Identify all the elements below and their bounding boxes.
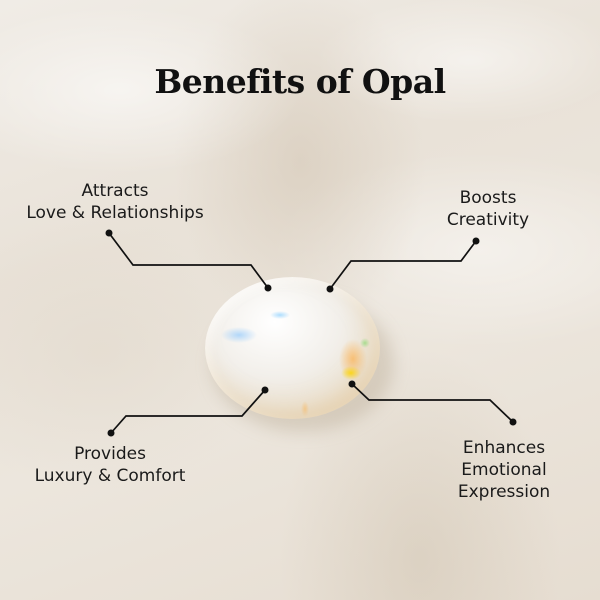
dot-love-start <box>264 284 272 292</box>
benefit-creativity-line1: Boosts <box>459 188 517 208</box>
dot-luxury-end <box>107 429 115 437</box>
benefit-luxury-label: Provides Luxury & Comfort <box>0 443 220 487</box>
dot-creativity-end <box>472 237 480 245</box>
benefit-love-line2: Love & Relationships <box>26 203 204 223</box>
dot-love-end <box>105 229 113 237</box>
dot-luxury-start <box>261 386 269 394</box>
connector-luxury <box>110 389 266 434</box>
benefit-creativity-line2: Creativity <box>446 210 530 230</box>
dot-emotional-end <box>509 418 517 426</box>
benefit-love-label: Attracts Love & Relationships <box>0 180 230 224</box>
benefit-luxury-line2: Luxury & Comfort <box>34 466 186 486</box>
connector-emotional <box>351 383 514 423</box>
dot-emotional-start <box>348 380 356 388</box>
benefit-emotional-line2: Emotional <box>461 460 547 480</box>
benefit-emotional-line1: Enhances <box>462 438 546 458</box>
connector-love <box>108 232 269 289</box>
connector-creativity <box>329 240 477 290</box>
dot-creativity-start <box>326 285 334 293</box>
benefit-creativity-label: Boosts Creativity <box>418 187 558 231</box>
benefit-luxury-line1: Provides <box>74 444 146 464</box>
benefit-emotional-line3: Expression <box>457 482 551 502</box>
benefit-love-line1: Attracts <box>81 181 149 201</box>
opal-stone-image <box>205 277 380 419</box>
benefit-emotional-label: Enhances Emotional Expression <box>434 437 574 503</box>
page-title: Benefits of Opal <box>154 62 446 101</box>
